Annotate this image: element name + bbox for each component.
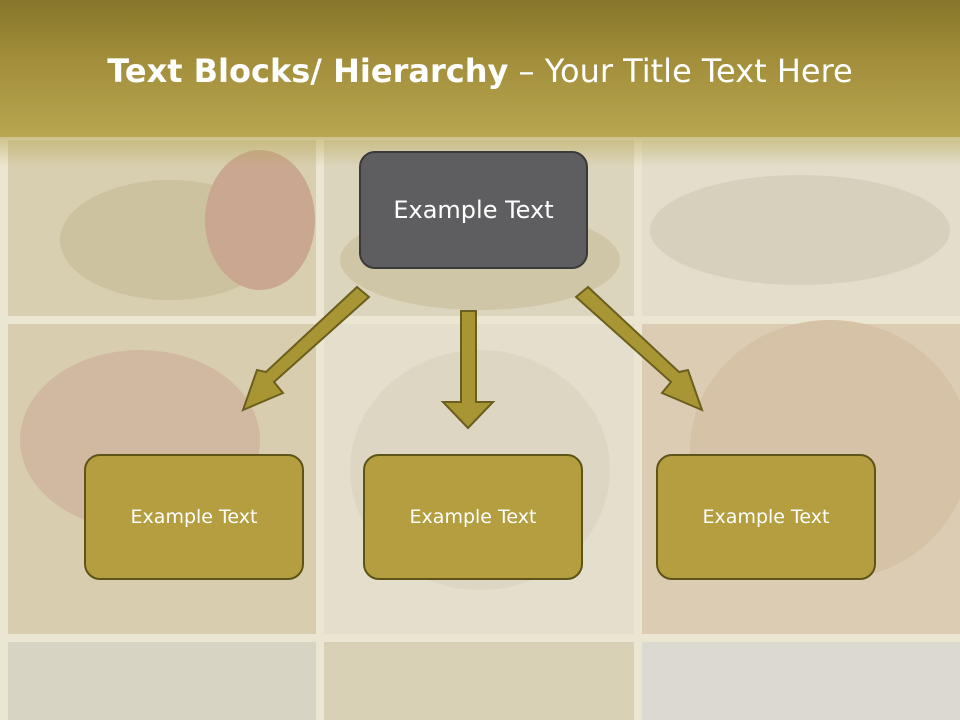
arrow-center	[440, 310, 496, 430]
arrow-right	[574, 285, 704, 412]
title-bar	[0, 0, 960, 137]
title-bold: Text Blocks/ Hierarchy	[107, 52, 509, 90]
child-text-block-1[interactable]: Example Text	[84, 454, 304, 580]
top-text-block[interactable]: Example Text	[359, 151, 588, 269]
page-title: Text Blocks/ Hierarchy – Your Title Text…	[0, 52, 960, 90]
child-text-block-2[interactable]: Example Text	[363, 454, 583, 580]
arrow-left	[241, 285, 371, 412]
title-rest: – Your Title Text Here	[508, 52, 853, 90]
child-text-block-3[interactable]: Example Text	[656, 454, 876, 580]
